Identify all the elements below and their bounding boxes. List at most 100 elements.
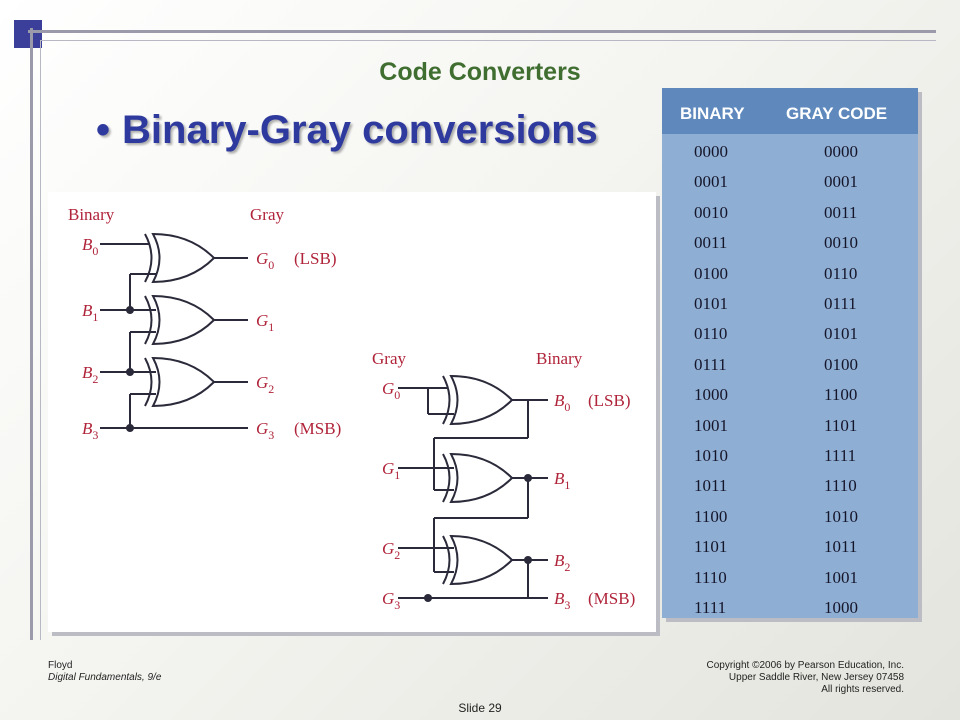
table-header: BINARY GRAY CODE: [662, 88, 918, 134]
gray-code-value: 1011: [824, 537, 858, 557]
xor-gate-b-curve: [442, 453, 451, 503]
binary-value: 0110: [694, 324, 728, 344]
frame-left-line: [30, 28, 33, 640]
d1-input-1: B1: [82, 301, 98, 324]
footer-left: Floyd Digital Fundamentals, 9/e: [48, 660, 161, 684]
binary-value: 1111: [694, 598, 727, 617]
d2-output-3: B3: [554, 589, 570, 612]
table-row: 1111 1000: [662, 594, 918, 624]
gray-code-value: 1001: [824, 567, 858, 587]
gray-code-value: 1000: [824, 598, 858, 617]
frame-left-line-inner: [40, 40, 41, 640]
xor-gate-1-curve: [144, 233, 153, 283]
footer-copyright-3: All rights reserved.: [821, 684, 904, 695]
d1-right-heading: Gray: [250, 205, 284, 224]
xor-gate-a-curve: [442, 375, 451, 425]
d1-output-1: G1: [256, 311, 274, 334]
frame-top-line: [28, 30, 936, 33]
xor-gate-3: [151, 356, 216, 408]
d1-input-2: B2: [82, 363, 98, 386]
binary-value: 1011: [694, 476, 728, 496]
diagram-panel: Binary Gray B0 B1 B2 B3 G0 G1 G2 G3 (LSB…: [48, 192, 656, 632]
gray-to-binary-circuit: [398, 374, 548, 599]
d2-input-1: G1: [382, 459, 400, 482]
footer-copyright-2: Upper Saddle River, New Jersey 07458: [728, 672, 904, 683]
d1-output-3: G3: [256, 419, 274, 442]
slide-number: Slide 29: [458, 701, 502, 715]
xor-gate-c: [449, 534, 514, 586]
binary-value: 1000: [694, 385, 728, 405]
binary-value: 0111: [694, 354, 727, 374]
binary-to-gray-circuit: [100, 232, 248, 429]
xor-gate-2-curve: [144, 295, 153, 345]
table-row: 0110 0101: [662, 320, 918, 350]
d2-input-2: G2: [382, 539, 400, 562]
frame-top-line-inner: [40, 40, 936, 41]
binary-value: 1001: [694, 415, 728, 435]
table-row: 0000 0000: [662, 138, 918, 168]
d2-output-2: B2: [554, 551, 570, 574]
footer-right: Copyright ©2006 by Pearson Education, In…: [707, 660, 905, 696]
table-row: 0100 0110: [662, 260, 918, 290]
slide-title: Code Converters: [379, 58, 581, 86]
binary-value: 1110: [694, 567, 727, 587]
table-row: 1110 1001: [662, 564, 918, 594]
bullet-text: Binary-Gray conversions: [122, 108, 598, 152]
bullet-point: •Binary-Gray conversions: [96, 108, 598, 153]
d1-lsb-label: (LSB): [294, 249, 337, 268]
gray-code-value: 1100: [824, 385, 858, 405]
d2-msb-label: (MSB): [588, 589, 635, 608]
d1-input-0: B0: [82, 235, 98, 258]
gray-code-value: 0001: [824, 172, 858, 192]
d1-output-2: G2: [256, 373, 274, 396]
circuit-diagrams: Binary Gray B0 B1 B2 B3 G0 G1 G2 G3 (LSB…: [68, 205, 635, 612]
gray-to-binary-junctions: [424, 474, 532, 602]
header-gray-code: GRAY CODE: [786, 104, 888, 123]
binary-to-gray-junctions: [126, 306, 134, 432]
footer-author: Floyd: [48, 660, 73, 671]
gray-to-binary-labels: Gray Binary G0 G1 G2 G3 B0 B1 B2 B3 (LSB…: [372, 349, 635, 612]
gray-code-value: 0010: [824, 233, 858, 253]
binary-value: 0000: [694, 142, 728, 161]
d2-lsb-label: (LSB): [588, 391, 631, 410]
gray-code-value: 0101: [824, 324, 858, 344]
binary-value: 0001: [694, 172, 728, 192]
header-binary: BINARY: [680, 104, 745, 123]
xor-gate-3-curve: [144, 357, 153, 407]
table-row: 1100 1010: [662, 503, 918, 533]
footer-copyright-1: Copyright ©2006 by Pearson Education, In…: [706, 660, 905, 671]
d1-left-heading: Binary: [68, 205, 115, 224]
d1-msb-label: (MSB): [294, 419, 341, 438]
gray-code-value: 1010: [824, 506, 858, 526]
bullet-dot-icon: •: [96, 108, 111, 152]
table-row: 0001 0001: [662, 168, 918, 198]
gray-code-value: 0000: [824, 142, 858, 161]
gray-code-value: 0011: [824, 202, 858, 222]
binary-value: 0010: [694, 202, 728, 222]
gray-code-value: 0100: [824, 354, 858, 374]
xor-gate-2: [151, 294, 216, 346]
footer-book: Digital Fundamentals, 9/e: [48, 672, 162, 683]
table-row: 0010 0011: [662, 199, 918, 229]
d2-input-0: G0: [382, 379, 400, 402]
binary-value: 1100: [694, 506, 728, 526]
binary-value: 0011: [694, 233, 728, 253]
d2-right-heading: Binary: [536, 349, 583, 368]
gray-code-value: 0111: [824, 294, 857, 313]
binary-value: 0100: [694, 263, 728, 283]
binary-to-gray-labels: Binary Gray B0 B1 B2 B3 G0 G1 G2 G3 (LSB…: [68, 205, 341, 442]
table-row: 0011 0010: [662, 229, 918, 259]
gray-code-value: 0110: [824, 263, 858, 283]
binary-value: 1101: [694, 537, 728, 557]
d1-output-0: G0: [256, 249, 274, 272]
xor-gate-b: [449, 452, 514, 504]
xor-gate-1: [151, 232, 216, 284]
table-row: 0111 0100: [662, 351, 918, 381]
d2-input-3: G3: [382, 589, 400, 612]
xor-gate-a: [449, 374, 514, 426]
